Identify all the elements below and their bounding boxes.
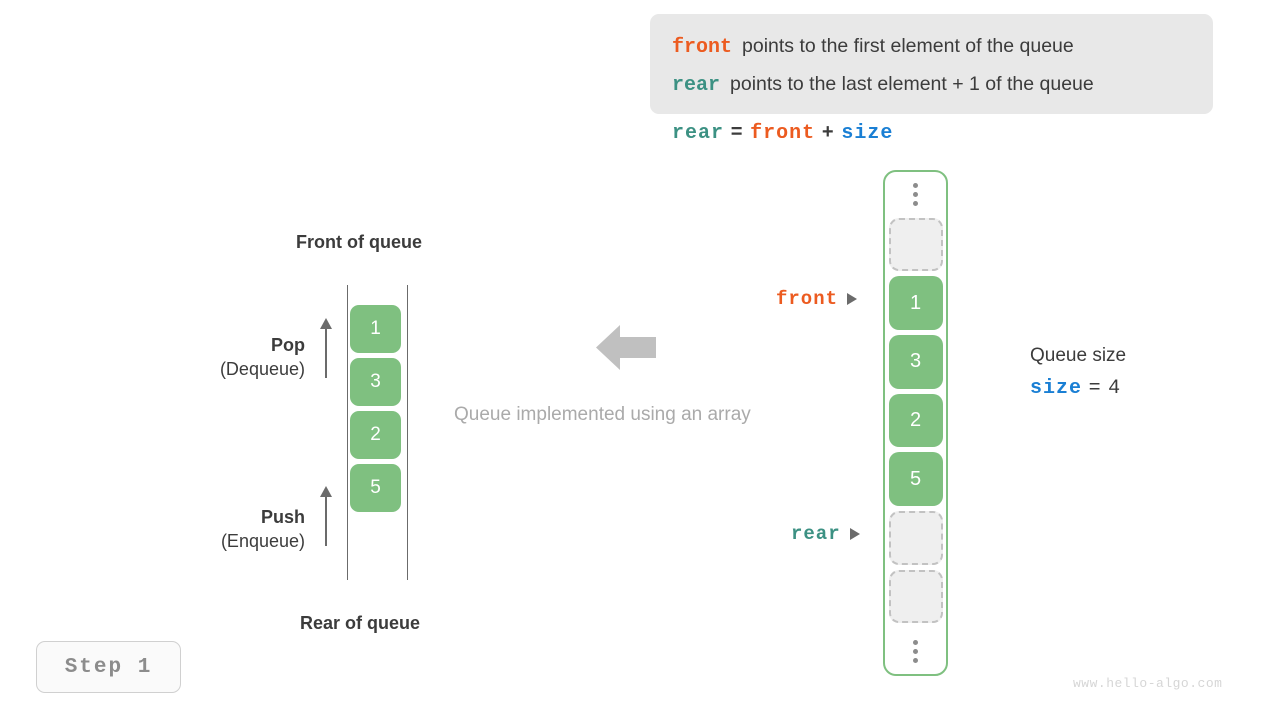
front-definition-text: points to the first element of the queue bbox=[742, 35, 1074, 57]
queue-size-expression: size = 4 bbox=[1030, 376, 1126, 400]
watermark: www.hello-algo.com bbox=[1073, 676, 1223, 691]
array-cell-filled: 2 bbox=[888, 393, 943, 448]
rear-definition-line: rear points to the last element + 1 of th… bbox=[672, 66, 1193, 104]
bottom-ellipsis-icon bbox=[913, 628, 918, 674]
array-cell-empty bbox=[888, 217, 943, 272]
front-of-queue-label: Front of queue bbox=[296, 232, 422, 252]
rear-of-queue-label: Rear of queue bbox=[300, 613, 421, 633]
pop-up-arrow-icon bbox=[317, 318, 335, 378]
size-value: 4 bbox=[1108, 377, 1122, 400]
front-keyword: front bbox=[672, 36, 733, 59]
left-arrow-icon bbox=[596, 325, 656, 370]
array-cell-empty bbox=[888, 569, 943, 624]
top-ellipsis-icon bbox=[913, 172, 918, 218]
array-container: 1 3 2 5 bbox=[883, 170, 948, 676]
queue-rail-right bbox=[407, 285, 408, 580]
pop-title: Pop bbox=[271, 335, 305, 355]
center-caption: Queue implemented using an array bbox=[454, 404, 751, 425]
front-pointer-arrow-icon bbox=[847, 293, 858, 305]
queue-rail-left bbox=[347, 285, 348, 580]
size-variable: size bbox=[1030, 377, 1083, 400]
rear-formula: rear = front + size bbox=[672, 121, 893, 145]
size-equals: = bbox=[1088, 377, 1102, 400]
array-cell-filled: 3 bbox=[888, 335, 943, 389]
formula-size: size bbox=[841, 122, 894, 145]
array-cell-empty bbox=[888, 510, 943, 565]
rear-keyword: rear bbox=[672, 74, 721, 97]
front-definition-line: front points to the first element of the … bbox=[672, 28, 1193, 66]
rear-pointer-arrow-icon bbox=[849, 528, 860, 540]
push-subtitle: (Enqueue) bbox=[220, 531, 305, 551]
formula-rear: rear bbox=[672, 122, 725, 145]
rear-pointer-label: rear bbox=[791, 523, 841, 545]
front-pointer: front bbox=[776, 288, 858, 310]
front-pointer-label: front bbox=[776, 288, 839, 310]
formula-front: front bbox=[750, 122, 816, 145]
queue-cell: 5 bbox=[350, 464, 401, 512]
queue-cell: 1 bbox=[350, 305, 401, 353]
pointer-definitions-box: front points to the first element of the … bbox=[650, 14, 1213, 114]
queue-cell-stack: 1 3 2 5 bbox=[350, 305, 401, 517]
step-badge: Step 1 bbox=[36, 641, 181, 693]
push-up-arrow-icon bbox=[317, 486, 335, 546]
formula-plus: + bbox=[821, 122, 835, 145]
pop-subtitle: (Dequeue) bbox=[219, 359, 305, 379]
queue-size-annotation: Queue size size = 4 bbox=[1030, 345, 1126, 400]
rear-pointer: rear bbox=[791, 523, 860, 545]
pop-operation-label: Pop (Dequeue) bbox=[150, 335, 305, 380]
array-cell-filled: 1 bbox=[888, 276, 943, 331]
queue-cell: 3 bbox=[350, 358, 401, 406]
queue-size-label: Queue size bbox=[1030, 345, 1127, 366]
push-title: Push bbox=[260, 507, 305, 527]
array-cell-filled: 5 bbox=[888, 452, 943, 506]
rear-definition-text: points to the last element + 1 of the qu… bbox=[730, 73, 1094, 95]
formula-equals: = bbox=[730, 122, 744, 145]
push-operation-label: Push (Enqueue) bbox=[150, 507, 305, 552]
queue-cell: 2 bbox=[350, 411, 401, 459]
